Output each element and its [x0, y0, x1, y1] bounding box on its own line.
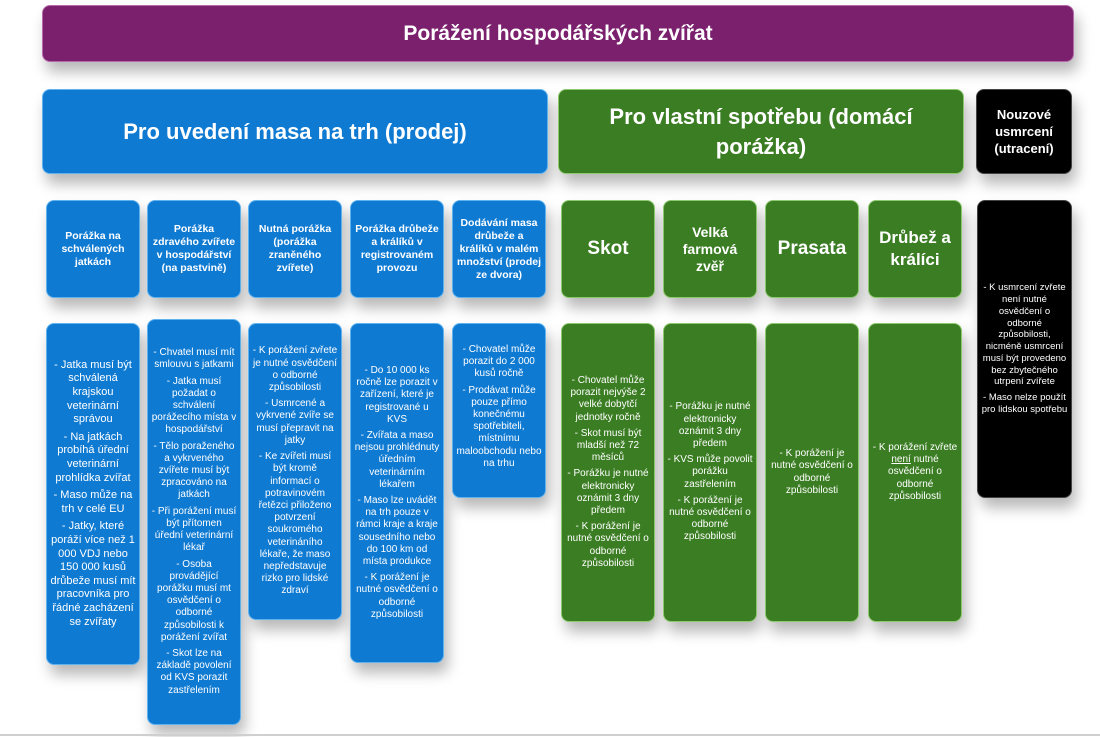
- home-col-4-heading-text: Drůbež a králíci: [879, 228, 951, 269]
- market-col-5-heading-text: Dodávání masa drůbeže a králíků v malém …: [457, 216, 542, 281]
- market-col-4-item-3: - Maso lze uvádět na trh pouze v rámci k…: [356, 495, 438, 568]
- market-col-1-item-1: - Jatka musí být schválená krajskou vete…: [54, 358, 132, 426]
- home-col-3-item-1: - K porážení je nutné osvědčení o odborn…: [771, 448, 853, 496]
- market-col-2-item-5: - Osoba provádějící porážku musí mt osvě…: [157, 558, 231, 643]
- market-col-4-heading-text: Porážka drůbeže a králíků v registrované…: [355, 223, 439, 274]
- market-col-4-item-1: - Do 10 000 ks ročně lze porazit v zaříz…: [356, 364, 438, 425]
- market-col-3-heading: Nutná porážka (porážka zraněného zvířete…: [248, 200, 342, 298]
- home-col-2-item-2: - KVS může povolit porážku zastřelením: [667, 454, 753, 490]
- home-col-4-item-prefix: - K porážení zvřete: [872, 441, 958, 453]
- diagram-title: Porážení hospodářských zvířat: [42, 5, 1074, 62]
- home-col-3-heading: Prasata: [765, 200, 859, 298]
- bottom-divider: [0, 734, 1100, 736]
- home-col-2-content: - Porážku je nutné elektronicky oznámit …: [663, 323, 757, 622]
- emergency-item-2: - Maso nelze použít pro lidskou spotřebu: [981, 392, 1068, 416]
- market-col-2-item-3: - Tělo poraženého a vykrveného zvířete m…: [153, 440, 235, 501]
- market-col-5-item-1: - Chovatel může porazit do 2 000 kusů ro…: [462, 344, 536, 380]
- market-col-2-heading: Porážka zdravého zvířete v hospodářství …: [147, 200, 241, 298]
- market-col-2-item-4: - Při porážení musí být přítomen úřední …: [151, 505, 237, 554]
- market-col-1-item-3: - Maso může na trh v celé EU: [53, 489, 133, 515]
- category-home-label: Pro vlastní spotřebu (domácí porážka): [609, 103, 913, 159]
- market-col-4-item-2: - Zvířata a maso nejsou prohlédnuty úřed…: [354, 429, 440, 490]
- home-col-1-item-2: - Skot musí být mladší než 72 měsíců: [574, 427, 642, 464]
- home-col-4-item-emphasis: není: [891, 454, 911, 466]
- home-col-1-item-1: - Chovatel může porazit nejvýše 2 velké …: [570, 374, 646, 423]
- diagram-title-text: Porážení hospodářských zvířat: [403, 21, 713, 45]
- home-col-1-item-4: - K porážení je nutné osvědčení o odborn…: [567, 521, 649, 569]
- home-col-1-item-3: - Porážku je nutné elektronicky oznámit …: [567, 468, 649, 516]
- market-col-3-item-3: - Ke zvířeti musí být kromě informací o …: [258, 451, 332, 597]
- home-col-2-item-3: - K porážení je nutné osvědčení o odborn…: [669, 494, 751, 543]
- market-col-1-item-2: - Na jatkách probíhá úřední veterinární …: [55, 430, 131, 484]
- market-col-4-content: - Do 10 000 ks ročně lze porazit v zaříz…: [350, 323, 444, 663]
- market-col-1-content: - Jatka musí být schválená krajskou vete…: [46, 323, 140, 665]
- home-col-1-heading-text: Skot: [587, 238, 629, 259]
- market-col-1-heading: Porážka na schválených jatkách: [46, 200, 140, 298]
- home-col-1-content: - Chovatel může porazit nejvýše 2 velké …: [561, 323, 655, 622]
- category-market-header: Pro uvedení masa na trh (prodej): [42, 89, 548, 174]
- home-col-1-heading: Skot: [561, 200, 655, 298]
- home-col-2-item-1: - Porážku je nutné elektronicky oznámit …: [669, 401, 751, 449]
- category-market-label: Pro uvedení masa na trh (prodej): [123, 118, 467, 144]
- category-home-header: Pro vlastní spotřebu (domácí porážka): [558, 89, 964, 174]
- home-col-4-item-1: - K porážení zvřete není nutné osvědčení…: [872, 442, 958, 503]
- market-col-2-heading-text: Porážka zdravého zvířete v hospodářství …: [152, 223, 236, 274]
- home-col-2-heading: Velká farmová zvěř: [663, 200, 757, 298]
- emergency-content: - K usmrcení zvřete není nutné osvědčení…: [977, 200, 1072, 498]
- market-col-1-heading-text: Porážka na schválených jatkách: [61, 229, 125, 268]
- market-col-2-content: - Chvatel musí mít smlouvu s jatkami - J…: [147, 319, 241, 725]
- market-col-2-item-6: - Skot lze na základě povolení od KVS po…: [156, 647, 232, 696]
- market-col-5-content: - Chovatel může porazit do 2 000 kusů ro…: [452, 323, 546, 498]
- home-col-4-item-suffix: nutné osvědčení o odborné způsobilosti: [888, 454, 942, 502]
- market-col-4-item-4: - K porážení je nutné osvědčení o odborn…: [356, 572, 438, 620]
- market-col-3-item-1: - K porážení zvřete je nutné osvědčení o…: [252, 345, 338, 394]
- home-col-4-content: - K porážení zvřete není nutné osvědčení…: [868, 323, 962, 622]
- home-col-3-heading-text: Prasata: [777, 238, 847, 259]
- market-col-4-heading: Porážka drůbeže a králíků v registrované…: [350, 200, 444, 298]
- market-col-5-heading: Dodávání masa drůbeže a králíků v malém …: [452, 200, 546, 298]
- home-col-3-content: - K porážení je nutné osvědčení o odborn…: [765, 323, 859, 622]
- home-col-4-heading: Drůbež a králíci: [868, 200, 962, 298]
- home-col-2-heading-text: Velká farmová zvěř: [682, 223, 738, 274]
- market-col-5-item-2: - Prodávat může pouze přímo konečnému sp…: [456, 384, 542, 469]
- market-col-2-item-2: - Jatka musí požadat o schválení porážec…: [151, 375, 237, 436]
- market-col-3-heading-text: Nutná porážka (porážka zraněného zvířete…: [258, 223, 332, 274]
- category-emergency-header: Nouzové usmrcení (utracení): [976, 89, 1072, 174]
- market-col-1-item-4: - Jatky, které poráží více než 1 000 VDJ…: [50, 520, 136, 628]
- market-col-3-content: - K porážení zvřete je nutné osvědčení o…: [248, 323, 342, 620]
- emergency-item-1: - K usmrcení zvřete není nutné osvědčení…: [982, 282, 1067, 388]
- market-col-2-item-1: - Chvatel musí mít smlouvu s jatkami: [153, 347, 235, 371]
- market-col-3-item-2: - Usmrcené a vykrvené zvíře se musí přep…: [256, 398, 334, 446]
- category-emergency-label: Nouzové usmrcení (utracení): [994, 107, 1054, 156]
